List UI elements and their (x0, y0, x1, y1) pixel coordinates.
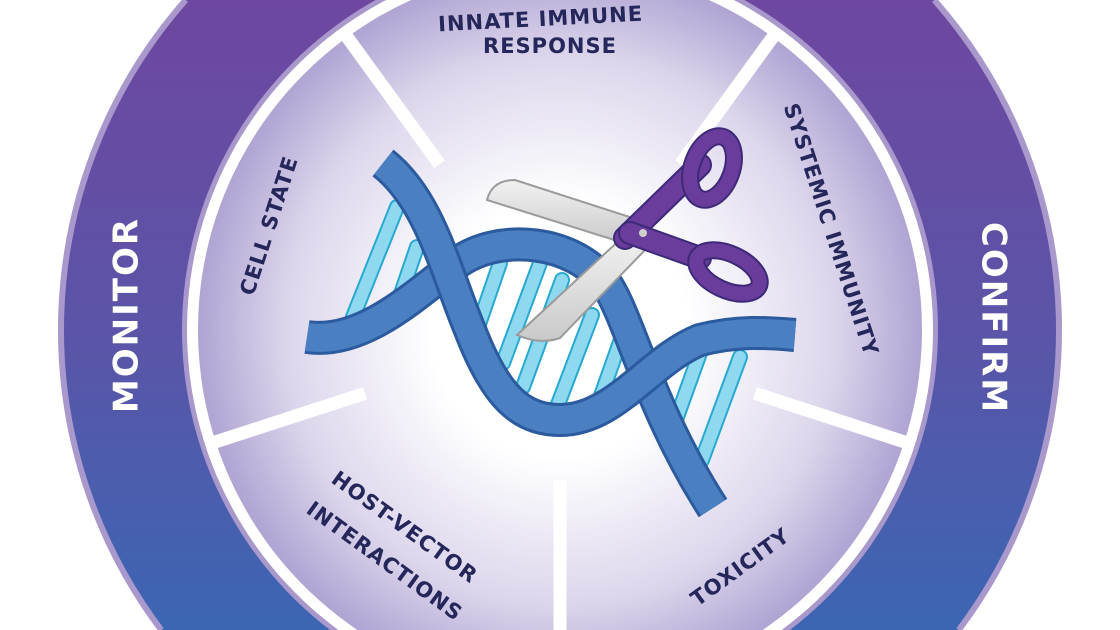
monitor-label: MONITOR (107, 217, 147, 413)
scissors-pivot (639, 229, 647, 237)
outer-ring-border (58, 0, 188, 630)
scissors-upper-blade (485, 178, 647, 247)
segment-divider (204, 387, 368, 452)
segment-divider (336, 25, 445, 168)
segment-divider (752, 387, 916, 452)
segment-label-response: RESPONSE (483, 34, 617, 58)
scissors-lower-blade (515, 233, 647, 342)
confirm-label: CONFIRM (974, 222, 1014, 414)
scissors-icon (485, 127, 769, 342)
outer-ring-border (932, 0, 1062, 630)
dna-helix-icon (304, 149, 797, 518)
